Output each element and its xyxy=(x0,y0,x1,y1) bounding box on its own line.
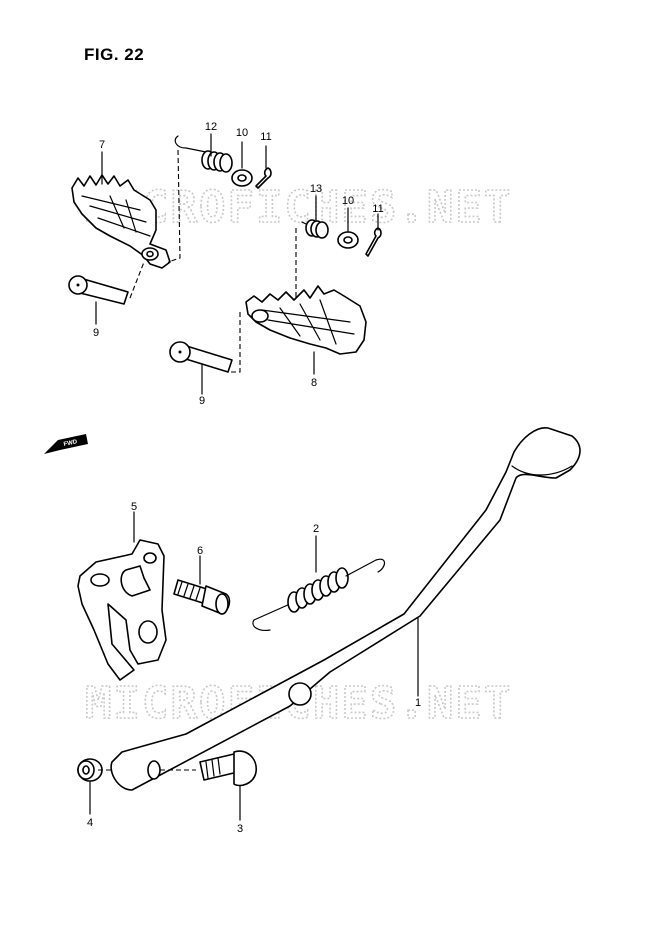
callout-7: 7 xyxy=(99,139,105,151)
bracket-5[interactable] xyxy=(77,539,167,681)
spring-12[interactable] xyxy=(174,135,233,173)
pin-9-right[interactable] xyxy=(169,341,233,373)
spring-13[interactable] xyxy=(301,219,329,239)
cotter-pin-11-left[interactable] xyxy=(255,167,272,189)
figure-title: FIG. 22 xyxy=(84,45,145,64)
callout-5: 5 xyxy=(131,501,137,513)
callout-9-left: 9 xyxy=(93,327,99,339)
collar-4[interactable] xyxy=(77,758,103,782)
spring-2[interactable] xyxy=(252,558,386,631)
side-stand-1[interactable] xyxy=(110,427,581,791)
callout-9-right: 9 xyxy=(199,395,205,407)
washer-10-left[interactable] xyxy=(231,169,253,187)
callout-1: 1 xyxy=(415,697,421,709)
fwd-direction-icon: FWD xyxy=(44,434,88,454)
callout-6: 6 xyxy=(197,545,203,557)
callout-3: 3 xyxy=(237,823,243,835)
callout-10-left: 10 xyxy=(236,127,248,139)
callout-11-left: 11 xyxy=(260,131,271,143)
callout-10-right: 10 xyxy=(342,195,354,207)
washer-10-right[interactable] xyxy=(337,231,359,249)
cotter-pin-11-right[interactable] xyxy=(365,227,382,257)
callout-8: 8 xyxy=(311,377,317,389)
leader-lines xyxy=(89,133,419,821)
callout-12: 12 xyxy=(205,121,217,133)
footpeg-7[interactable] xyxy=(71,174,171,269)
bolt-6[interactable] xyxy=(173,579,231,615)
callout-11-right: 11 xyxy=(372,203,383,215)
pin-9-left[interactable] xyxy=(68,261,145,305)
callout-13: 13 xyxy=(310,183,322,195)
callout-2: 2 xyxy=(313,523,319,535)
bolt-3[interactable] xyxy=(199,750,257,787)
fwd-label: FWD xyxy=(63,439,78,448)
footpeg-8[interactable] xyxy=(245,285,367,355)
callout-4: 4 xyxy=(87,817,93,829)
